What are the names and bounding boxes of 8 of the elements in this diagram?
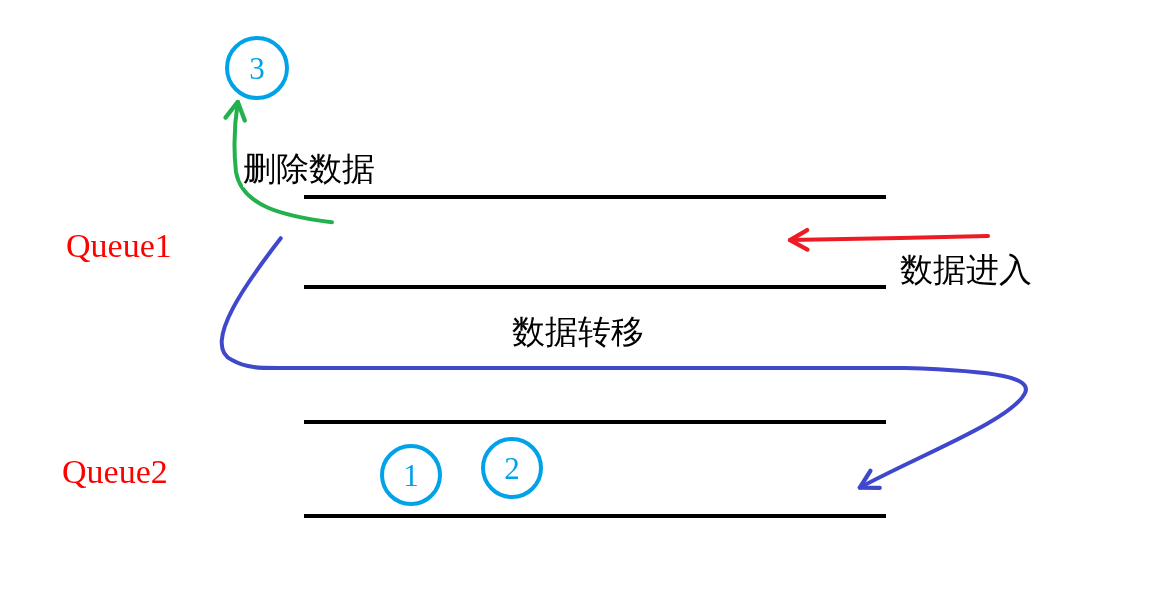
numbered-circle: 2 — [481, 437, 543, 499]
edge-label: 数据转移 — [512, 315, 644, 350]
edge-label: 删除数据 — [243, 152, 375, 187]
edge-label: 数据进入 — [900, 253, 1032, 288]
numbered-circle: 3 — [225, 36, 289, 100]
numbered-circle: 1 — [380, 444, 442, 506]
queue-label: Queue2 — [62, 455, 168, 489]
queue-label: Queue1 — [66, 229, 172, 263]
